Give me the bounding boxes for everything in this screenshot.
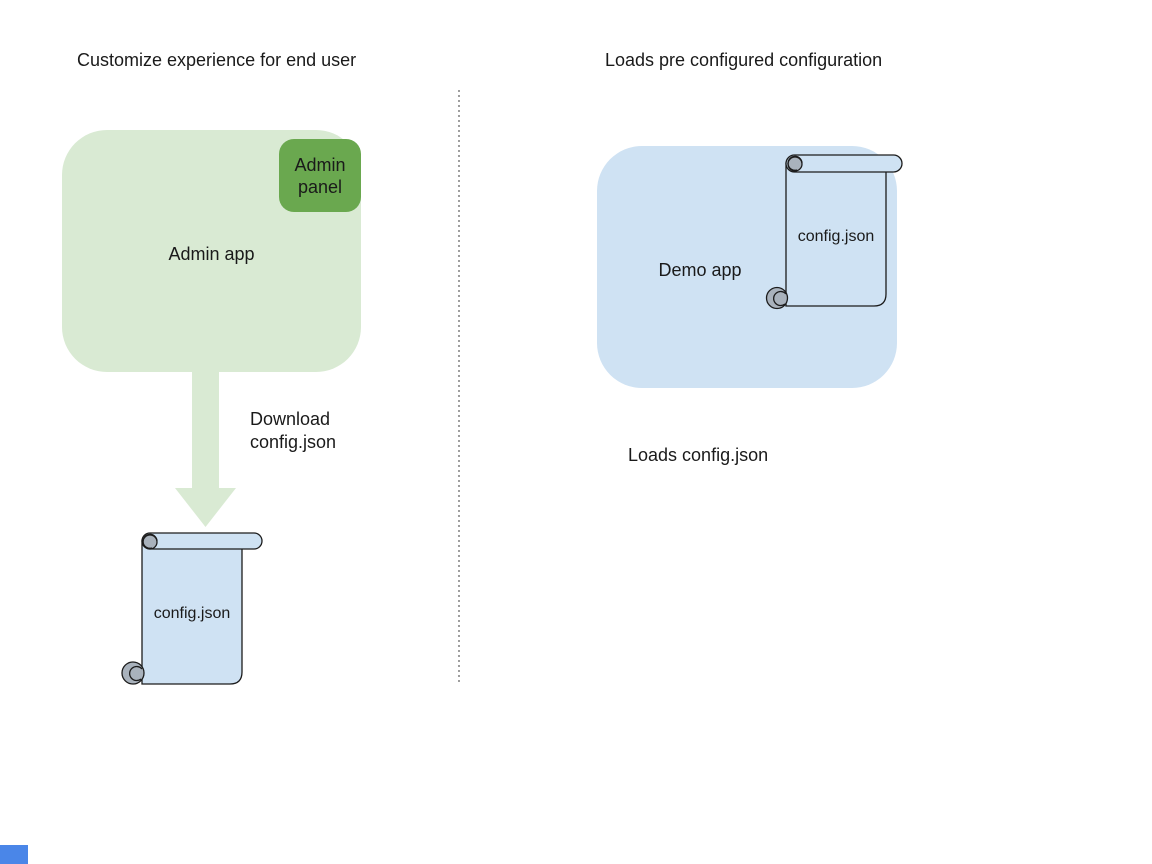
scroll-roll — [785, 154, 903, 173]
scroll-bottom-curl-line — [773, 290, 787, 307]
demo-app-label: Demo app — [658, 260, 742, 280]
scroll-body — [141, 540, 243, 685]
right-section-title: Loads pre configured configuration — [605, 50, 883, 70]
admin-panel-label: Admin panel — [294, 154, 346, 197]
loads-config-caption: Loads config.json — [628, 445, 769, 465]
config-json-scroll-left: config.json — [121, 532, 263, 685]
scroll-roll — [141, 532, 263, 550]
download-arrow — [175, 371, 236, 527]
left-section-title: Customize experience for end user — [77, 50, 357, 70]
scroll-bottom-curl-icon — [121, 661, 145, 685]
section-divider — [458, 90, 460, 685]
scroll-bottom-curl-icon — [765, 286, 789, 310]
admin-panel-box: Admin panel — [279, 139, 361, 212]
scroll-top-curl-line — [787, 155, 803, 171]
config-json-scroll-right: config.json — [765, 154, 903, 310]
scroll-top-curl-line — [142, 533, 158, 549]
scroll-body — [785, 162, 887, 307]
download-caption: Download config.json — [250, 409, 337, 452]
admin-app-label: Admin app — [168, 244, 255, 264]
download-arrow-shape — [175, 371, 236, 527]
config-json-label-right: config.json — [798, 228, 875, 245]
blue-corner-block — [0, 845, 28, 864]
scroll-bottom-curl-line — [129, 665, 143, 682]
config-json-label-left: config.json — [154, 605, 231, 622]
